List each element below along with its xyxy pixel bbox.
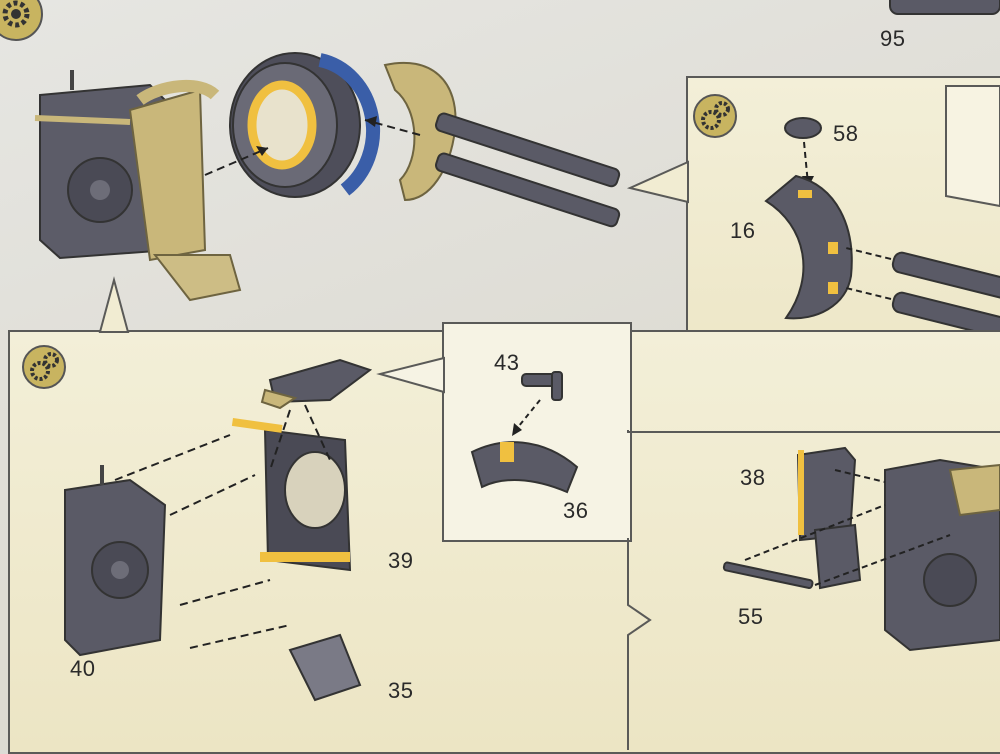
part-number-58: 58 xyxy=(833,121,859,146)
bottom-right-assembly xyxy=(722,446,1000,652)
part-number-40: 40 xyxy=(70,656,96,681)
part-number-95: 95 xyxy=(880,26,906,51)
inset-parts xyxy=(470,371,579,494)
step-divider xyxy=(627,430,1000,750)
gear-icon xyxy=(693,94,737,138)
top-left-assembly xyxy=(34,52,621,302)
part-number-16: 16 xyxy=(730,218,756,243)
callout-pointer-inset xyxy=(376,356,445,394)
inset-panel xyxy=(442,322,632,542)
part-number-36: 36 xyxy=(563,498,589,523)
part-number-55: 55 xyxy=(738,604,764,629)
part-number-38: 38 xyxy=(740,465,766,490)
part-number-39: 39 xyxy=(388,548,414,573)
callout-pointer-top xyxy=(98,276,130,333)
bottom-assembly xyxy=(64,358,373,702)
part-number-35: 35 xyxy=(388,678,414,703)
right-panel-parts xyxy=(764,85,1000,339)
top-right-barrel xyxy=(889,0,1000,15)
part-number-43: 43 xyxy=(494,350,520,375)
gear-icon xyxy=(22,345,66,389)
gear-icon xyxy=(0,0,43,41)
callout-pointer-right xyxy=(626,160,689,204)
